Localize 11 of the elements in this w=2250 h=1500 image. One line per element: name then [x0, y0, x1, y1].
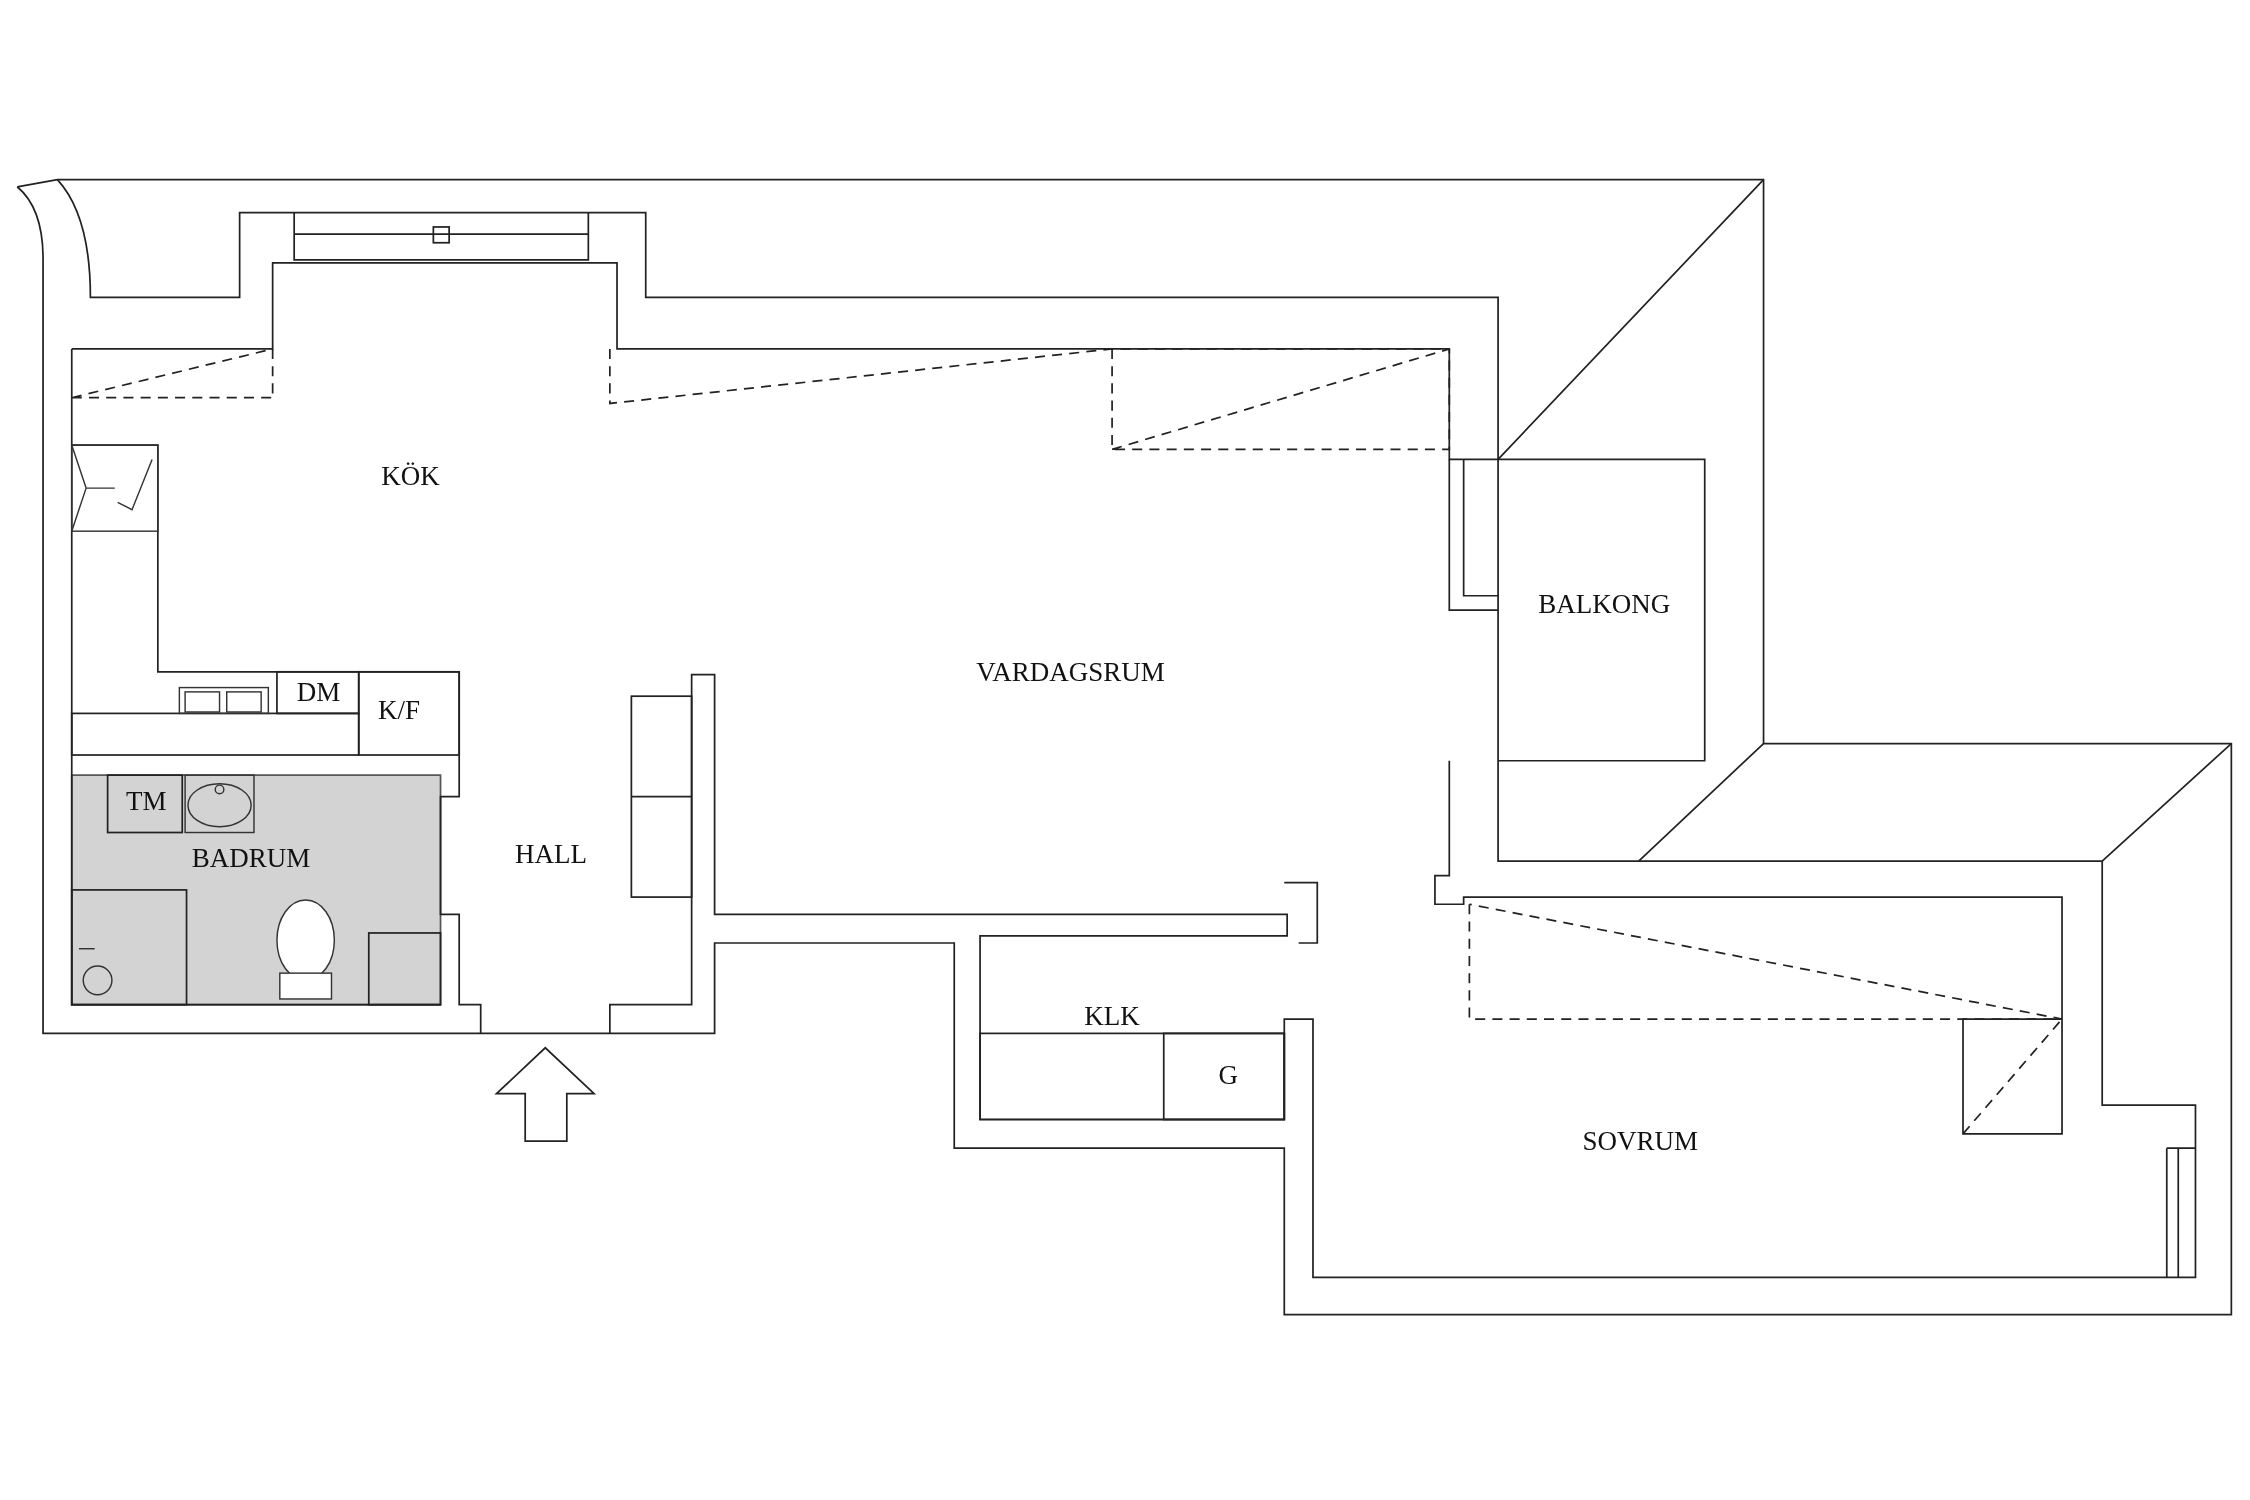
room-label: BADRUM	[191, 842, 311, 874]
room-label: BALKONG	[1538, 588, 1671, 620]
room-label: VARDAGSRUM	[976, 656, 1165, 688]
room-label: KLK	[1084, 1000, 1140, 1032]
room-label: HALL	[515, 838, 587, 870]
room-label: K/F	[377, 694, 420, 726]
room-label: DM	[296, 676, 341, 708]
room-label: KÖK	[381, 460, 440, 492]
room-label: G	[1218, 1059, 1239, 1091]
room-label: TM	[126, 785, 167, 817]
room-label: SOVRUM	[1582, 1125, 1698, 1157]
